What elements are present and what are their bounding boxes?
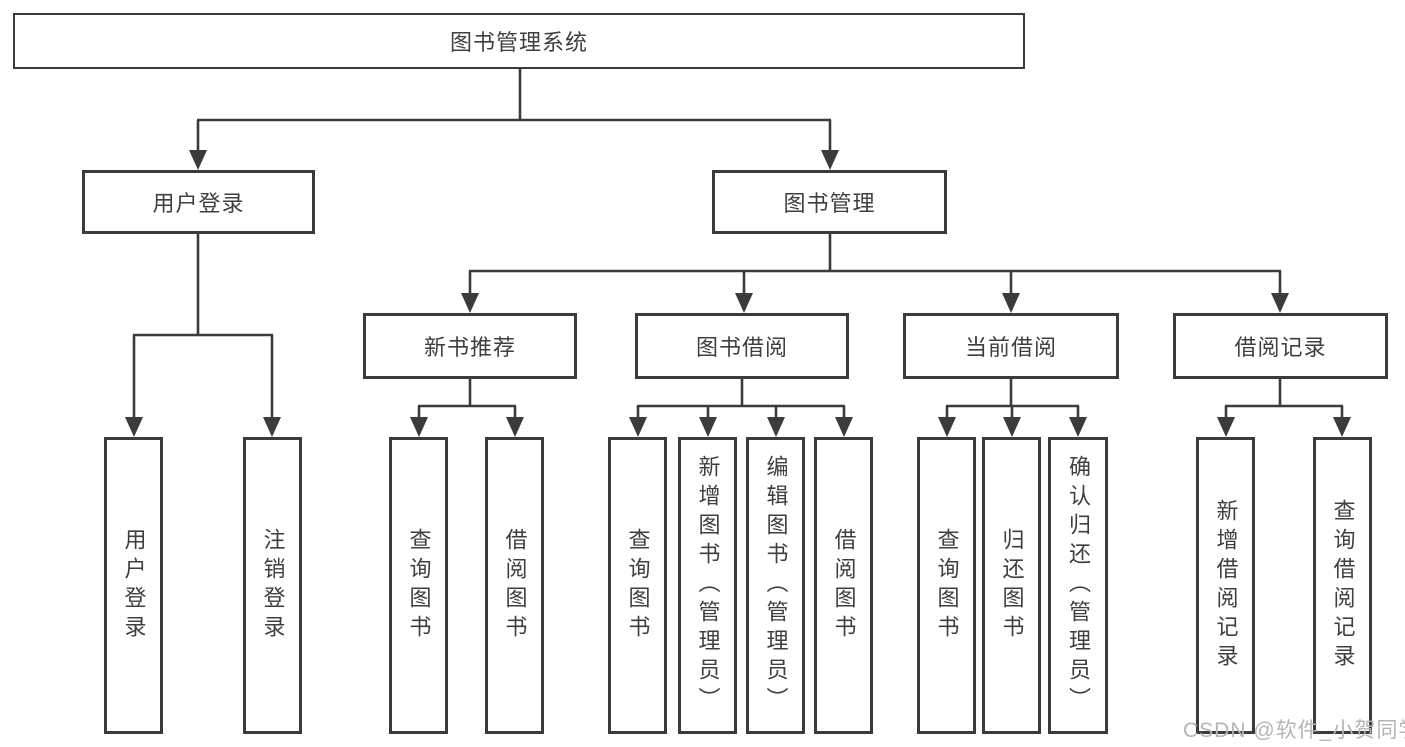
leaf-recommend-borrow-books: 借阅图书 <box>485 437 544 734</box>
leaf-label: 归还图书 <box>999 527 1025 644</box>
leaf-label: 查询图书 <box>625 527 651 644</box>
leaf-records-query-record: 查询借阅记录 <box>1313 437 1372 734</box>
leaf-label: 新增借阅记录 <box>1213 498 1239 673</box>
leaf-label: 查询图书 <box>934 527 960 644</box>
leaf-borrow-query-books: 查询图书 <box>608 437 667 734</box>
node-book-management: 图书管理 <box>712 170 947 234</box>
leaf-current-confirm-return: 确认归还（管理员） <box>1048 437 1108 734</box>
leaf-label: 注销登录 <box>260 527 286 644</box>
leaf-logout: 注销登录 <box>243 437 302 734</box>
leaf-label: 用户登录 <box>121 527 147 644</box>
leaf-borrow-add-books: 新增图书（管理员） <box>678 437 737 734</box>
node-borrow-records: 借阅记录 <box>1173 313 1388 379</box>
node-new-book-recommend: 新书推荐 <box>363 313 577 379</box>
leaf-records-add-record: 新增借阅记录 <box>1196 437 1255 734</box>
leaf-label: 借阅图书 <box>502 527 528 644</box>
leaf-recommend-query-books: 查询图书 <box>389 437 448 734</box>
leaf-label: 借阅图书 <box>831 527 857 644</box>
leaf-current-return-books: 归还图书 <box>982 437 1041 734</box>
node-library-management-system: 图书管理系统 <box>13 13 1025 69</box>
leaf-current-query-books: 查询图书 <box>917 437 976 734</box>
leaf-user-login: 用户登录 <box>104 437 163 734</box>
leaf-borrow-borrow-books: 借阅图书 <box>814 437 873 734</box>
node-book-borrow: 图书借阅 <box>635 313 849 379</box>
watermark: CSDN @软件_小贺同学 <box>1183 719 1405 742</box>
leaf-label: 查询借阅记录 <box>1330 498 1356 673</box>
leaf-label: 查询图书 <box>406 527 432 644</box>
leaf-label: 新增图书（管理员） <box>695 455 721 716</box>
leaf-label: 编辑图书（管理员） <box>763 455 789 716</box>
node-current-borrow: 当前借阅 <box>903 313 1119 379</box>
node-user-login: 用户登录 <box>82 170 315 234</box>
leaf-label: 确认归还（管理员） <box>1066 455 1091 716</box>
leaf-borrow-edit-books: 编辑图书（管理员） <box>746 437 805 734</box>
